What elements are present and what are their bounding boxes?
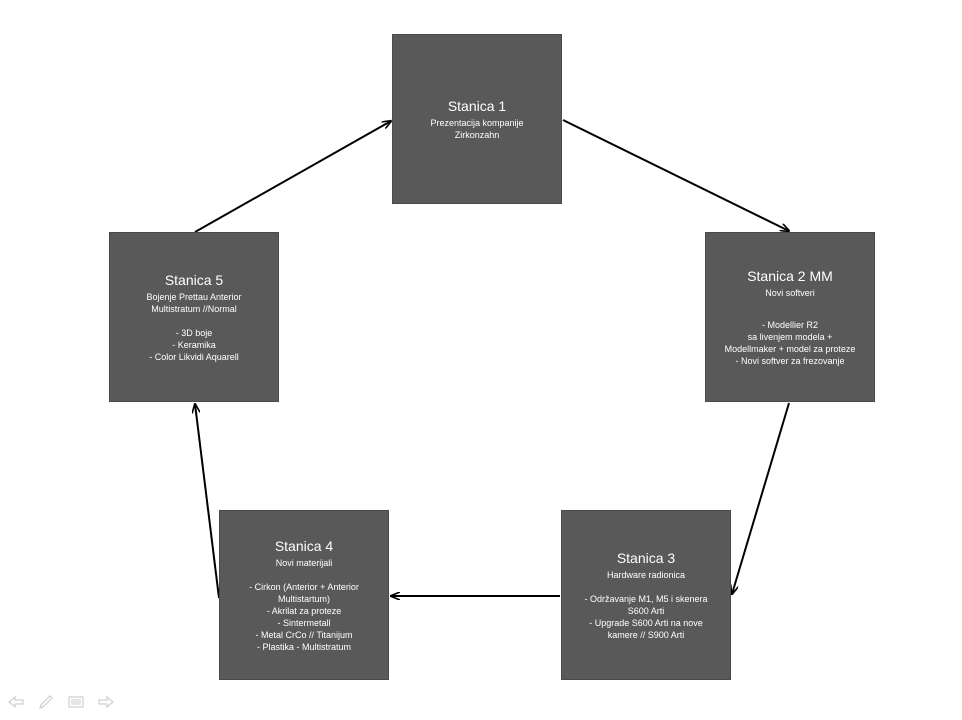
arrow-5-to-1: [194, 121, 391, 233]
subtitle-line: Multistratum //Normal: [151, 303, 237, 314]
station-items: - Cirkon (Anterior + Anterior Multistart…: [249, 581, 359, 653]
item-line: - 3D boje: [175, 327, 213, 338]
arrow-right-icon[interactable]: [96, 694, 116, 710]
subtitle-line: Hardware radionica: [606, 569, 686, 580]
item-line: - Plastika - Multistratum: [256, 641, 351, 652]
item-line: - Keramika: [172, 339, 216, 350]
item-line: - Novi softver za frezovanje: [735, 355, 845, 366]
station-5-box: Stanica 5 Bojenje Prettau Anterior Multi…: [109, 232, 279, 402]
item-line: - Metal CrCo // Titanijum: [255, 629, 353, 640]
arrow-2-to-3: [732, 402, 790, 594]
item-line: - Sintermetall: [277, 617, 331, 628]
station-title: Stanica 5: [164, 271, 224, 288]
station-3-box: Stanica 3 Hardware radionica - Održavanj…: [561, 510, 731, 680]
slideshow-nav: [6, 694, 116, 710]
station-subtitle: Hardware radionica: [607, 569, 685, 581]
item-line: - Akrilat za proteze: [266, 605, 342, 616]
item-line: Multistartum): [277, 593, 330, 604]
item-line: - Color Likvidi Aquarell: [149, 351, 239, 362]
item-line: - Modellier R2: [761, 319, 819, 330]
station-title: Stanica 4: [274, 537, 334, 554]
item-line: Modellmaker + model za proteze: [724, 343, 856, 354]
subtitle-line: Zirkonzahn: [454, 129, 500, 140]
subtitle-line: Bojenje Prettau Anterior: [146, 291, 242, 302]
menu-icon[interactable]: [66, 694, 86, 710]
item-line: - Upgrade S600 Arti na nove: [589, 617, 703, 628]
station-title: Stanica 3: [616, 549, 676, 566]
station-subtitle: Novi materijali: [276, 557, 333, 569]
subtitle-line: Prezentacija kompanije: [430, 117, 524, 128]
station-title: Stanica 2 MM: [747, 267, 833, 284]
item-line: - Cirkon (Anterior + Anterior: [249, 581, 359, 592]
station-items: - Održavanje M1, M5 i skenera S600 Arti …: [584, 593, 707, 641]
arrow-left-icon[interactable]: [6, 694, 26, 710]
station-subtitle: Novi softveri: [765, 287, 815, 299]
arrow-4-to-5: [195, 404, 220, 599]
item-line: sa livenjem modela +: [747, 331, 833, 342]
station-subtitle: Bojenje Prettau Anterior Multistratum //…: [146, 291, 241, 315]
station-items: - Modellier R2 sa livenjem modela + Mode…: [725, 319, 856, 367]
station-2-box: Stanica 2 MM Novi softveri - Modellier R…: [705, 232, 875, 402]
station-subtitle: Prezentacija kompanije Zirkonzahn: [430, 117, 523, 141]
station-4-box: Stanica 4 Novi materijali - Cirkon (Ante…: [219, 510, 389, 680]
arrow-1-to-2: [562, 119, 789, 231]
item-line: kamere // S900 Arti: [607, 629, 685, 640]
item-line: - Održavanje M1, M5 i skenera: [584, 593, 708, 604]
station-1-box: Stanica 1 Prezentacija kompanije Zirkonz…: [392, 34, 562, 204]
subtitle-line: Novi materijali: [275, 557, 333, 568]
pen-icon[interactable]: [36, 694, 56, 710]
item-line: S600 Arti: [627, 605, 665, 616]
station-items: - 3D boje - Keramika - Color Likvidi Aqu…: [149, 327, 239, 363]
subtitle-line: Novi softveri: [765, 287, 815, 298]
station-title: Stanica 1: [447, 97, 507, 114]
